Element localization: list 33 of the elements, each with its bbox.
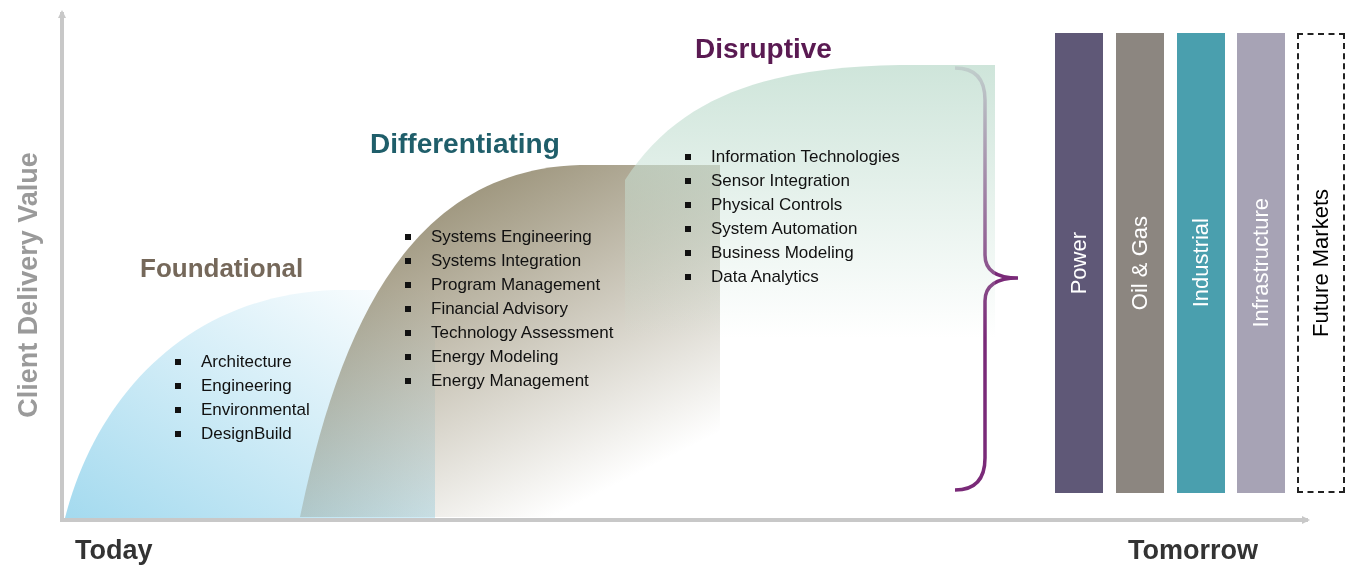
market-label: Infrastructure — [1248, 198, 1274, 328]
axis-label: Today — [75, 535, 153, 566]
market-bar — [1055, 33, 1103, 493]
market-bar — [1116, 33, 1164, 493]
bullet-item: Systems Integration — [431, 250, 582, 272]
stage-heading: Differentiating — [370, 128, 560, 160]
market-bar — [1297, 33, 1345, 493]
market-label: Power — [1066, 231, 1092, 295]
bullet-item: Information Technologies — [711, 146, 900, 168]
stage-heading: Foundational — [140, 253, 304, 284]
market-label: Industrial — [1188, 218, 1214, 308]
bullet-item: Energy Modeling — [431, 346, 559, 368]
bullet-item: Program Management — [431, 274, 601, 296]
stage-heading: Disruptive — [695, 33, 832, 65]
market-label: Future Markets — [1308, 189, 1334, 337]
bullet-item: DesignBuild — [201, 423, 292, 445]
axis-label: Tomorrow — [1128, 535, 1258, 566]
bullet-item: Environmental — [201, 399, 310, 421]
bullet-item: Data Analytics — [711, 266, 819, 288]
bullet-item: Energy Management — [431, 370, 589, 392]
bullet-item: Architecture — [201, 351, 292, 373]
market-label: Oil & Gas — [1127, 215, 1153, 311]
bullet-item: Business Modeling — [711, 242, 854, 264]
bullet-item: Technology Assessment — [431, 322, 614, 344]
bullet-item: Financial Advisory — [431, 298, 568, 320]
axis-title: Client Delivery Value — [12, 152, 44, 418]
bullet-item: System Automation — [711, 218, 858, 240]
market-bar — [1177, 33, 1225, 493]
bullet-item: Systems Engineering — [431, 226, 592, 248]
bullet-item: Engineering — [201, 375, 292, 397]
bullet-item: Sensor Integration — [711, 170, 850, 192]
bullet-item: Physical Controls — [711, 194, 843, 216]
market-bar — [1237, 33, 1285, 493]
